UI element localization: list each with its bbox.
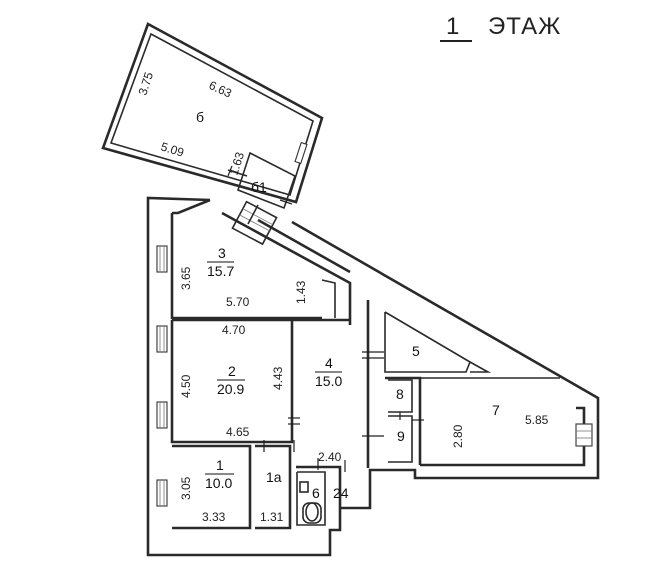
room3-niche [321,279,336,318]
left-windows [156,245,593,507]
floor-title: 1 ЭТАЖ [440,13,561,42]
room-3-label: 3 [218,245,226,261]
annex-b1-wall [237,151,296,210]
annex-b-outer-wall [101,22,324,204]
dim-b-bottom: 5.09 [159,139,186,159]
dim-r4-bottom: 2.40 [318,450,342,464]
annex-b1-partition [227,169,248,177]
room-1a-label: 1а [266,469,282,485]
floor-word: ЭТАЖ [488,13,561,40]
room-2-area: 20.9 [217,381,244,397]
dim-r2-right: 4.43 [271,366,285,390]
dim-b-left: 3.75 [136,70,157,97]
dim-r2-left: 4.50 [179,374,193,398]
room3-walls [170,213,322,320]
outer-wall-bottom [300,508,342,557]
dim-r7-right: 5.85 [525,413,549,427]
room5-walls [384,311,471,373]
outer-wall-diagonal [291,220,600,480]
room-9-label: 9 [397,428,405,444]
window-room2-b [156,401,168,429]
dim-r2-top: 4.70 [222,323,246,337]
window-room7 [575,423,593,447]
toilet-tank [299,481,309,493]
window-room2-a [156,325,168,353]
annex-b-window [294,141,308,165]
room-1-label: 1 [216,457,224,473]
room1-walls [172,444,252,530]
dim-r1a-bottom: 1.31 [260,510,284,524]
room-4-area: 15.0 [315,373,342,389]
annex-arrow [247,204,259,225]
toilet-outline [302,502,322,524]
room4-bottom-wall [296,465,342,508]
annex-b-inner-wall [109,32,314,196]
room1a-walls [255,444,292,530]
dim-r3-bottom: 5.70 [226,295,250,309]
room-24-label: 24 [333,485,349,501]
room6-walls [296,471,326,526]
outer-wall-top-corner [172,198,211,215]
room3-top-wall [221,211,352,325]
dim-r1-bottom: 3.33 [202,510,226,524]
room-b-label: б [196,109,204,125]
dim-r3-left: 3.65 [179,266,193,290]
room-3-area: 15.7 [207,263,234,279]
room-4-label: 4 [325,355,333,371]
dim-b-top: 6.63 [207,78,234,101]
room-7-label: 7 [492,402,500,418]
dim-r3-right: 1.43 [294,280,308,304]
room7-inner-wall [420,406,586,467]
toilet-bowl [305,502,319,522]
outer-wall-diagonal-inner [257,218,351,274]
floor-number: 1 [446,13,459,40]
room-b1-label: б1 [251,179,267,195]
annex-b [101,22,324,246]
outer-wall-left [146,196,300,557]
room-6-label: 6 [312,485,320,501]
room-8-label: 8 [396,386,404,402]
dim-r1-left: 3.05 [179,476,193,500]
room-1-area: 10.0 [205,475,232,491]
room2-walls [170,318,294,444]
room-5-label: 5 [412,343,420,359]
dim-b1-side: 1.63 [227,150,248,177]
room5-nook [469,361,492,373]
window-room3 [156,245,168,273]
main-building [146,196,600,557]
room-labels: б б1 3 15.7 2 20.9 1 10.0 1а 4 15.0 5 6 … [196,109,500,501]
outer-wall-bottom-step [340,468,388,510]
dim-r7-left: 2.80 [451,424,465,448]
window-room1 [156,479,168,507]
sanitary-fixtures [299,481,322,524]
door-marks [227,165,424,472]
dimension-labels: 3.75 6.63 5.09 1.63 3.65 5.70 1.43 4.70 … [136,70,549,524]
dim-r2-bottom: 4.65 [226,425,250,439]
room-2-label: 2 [228,363,236,379]
